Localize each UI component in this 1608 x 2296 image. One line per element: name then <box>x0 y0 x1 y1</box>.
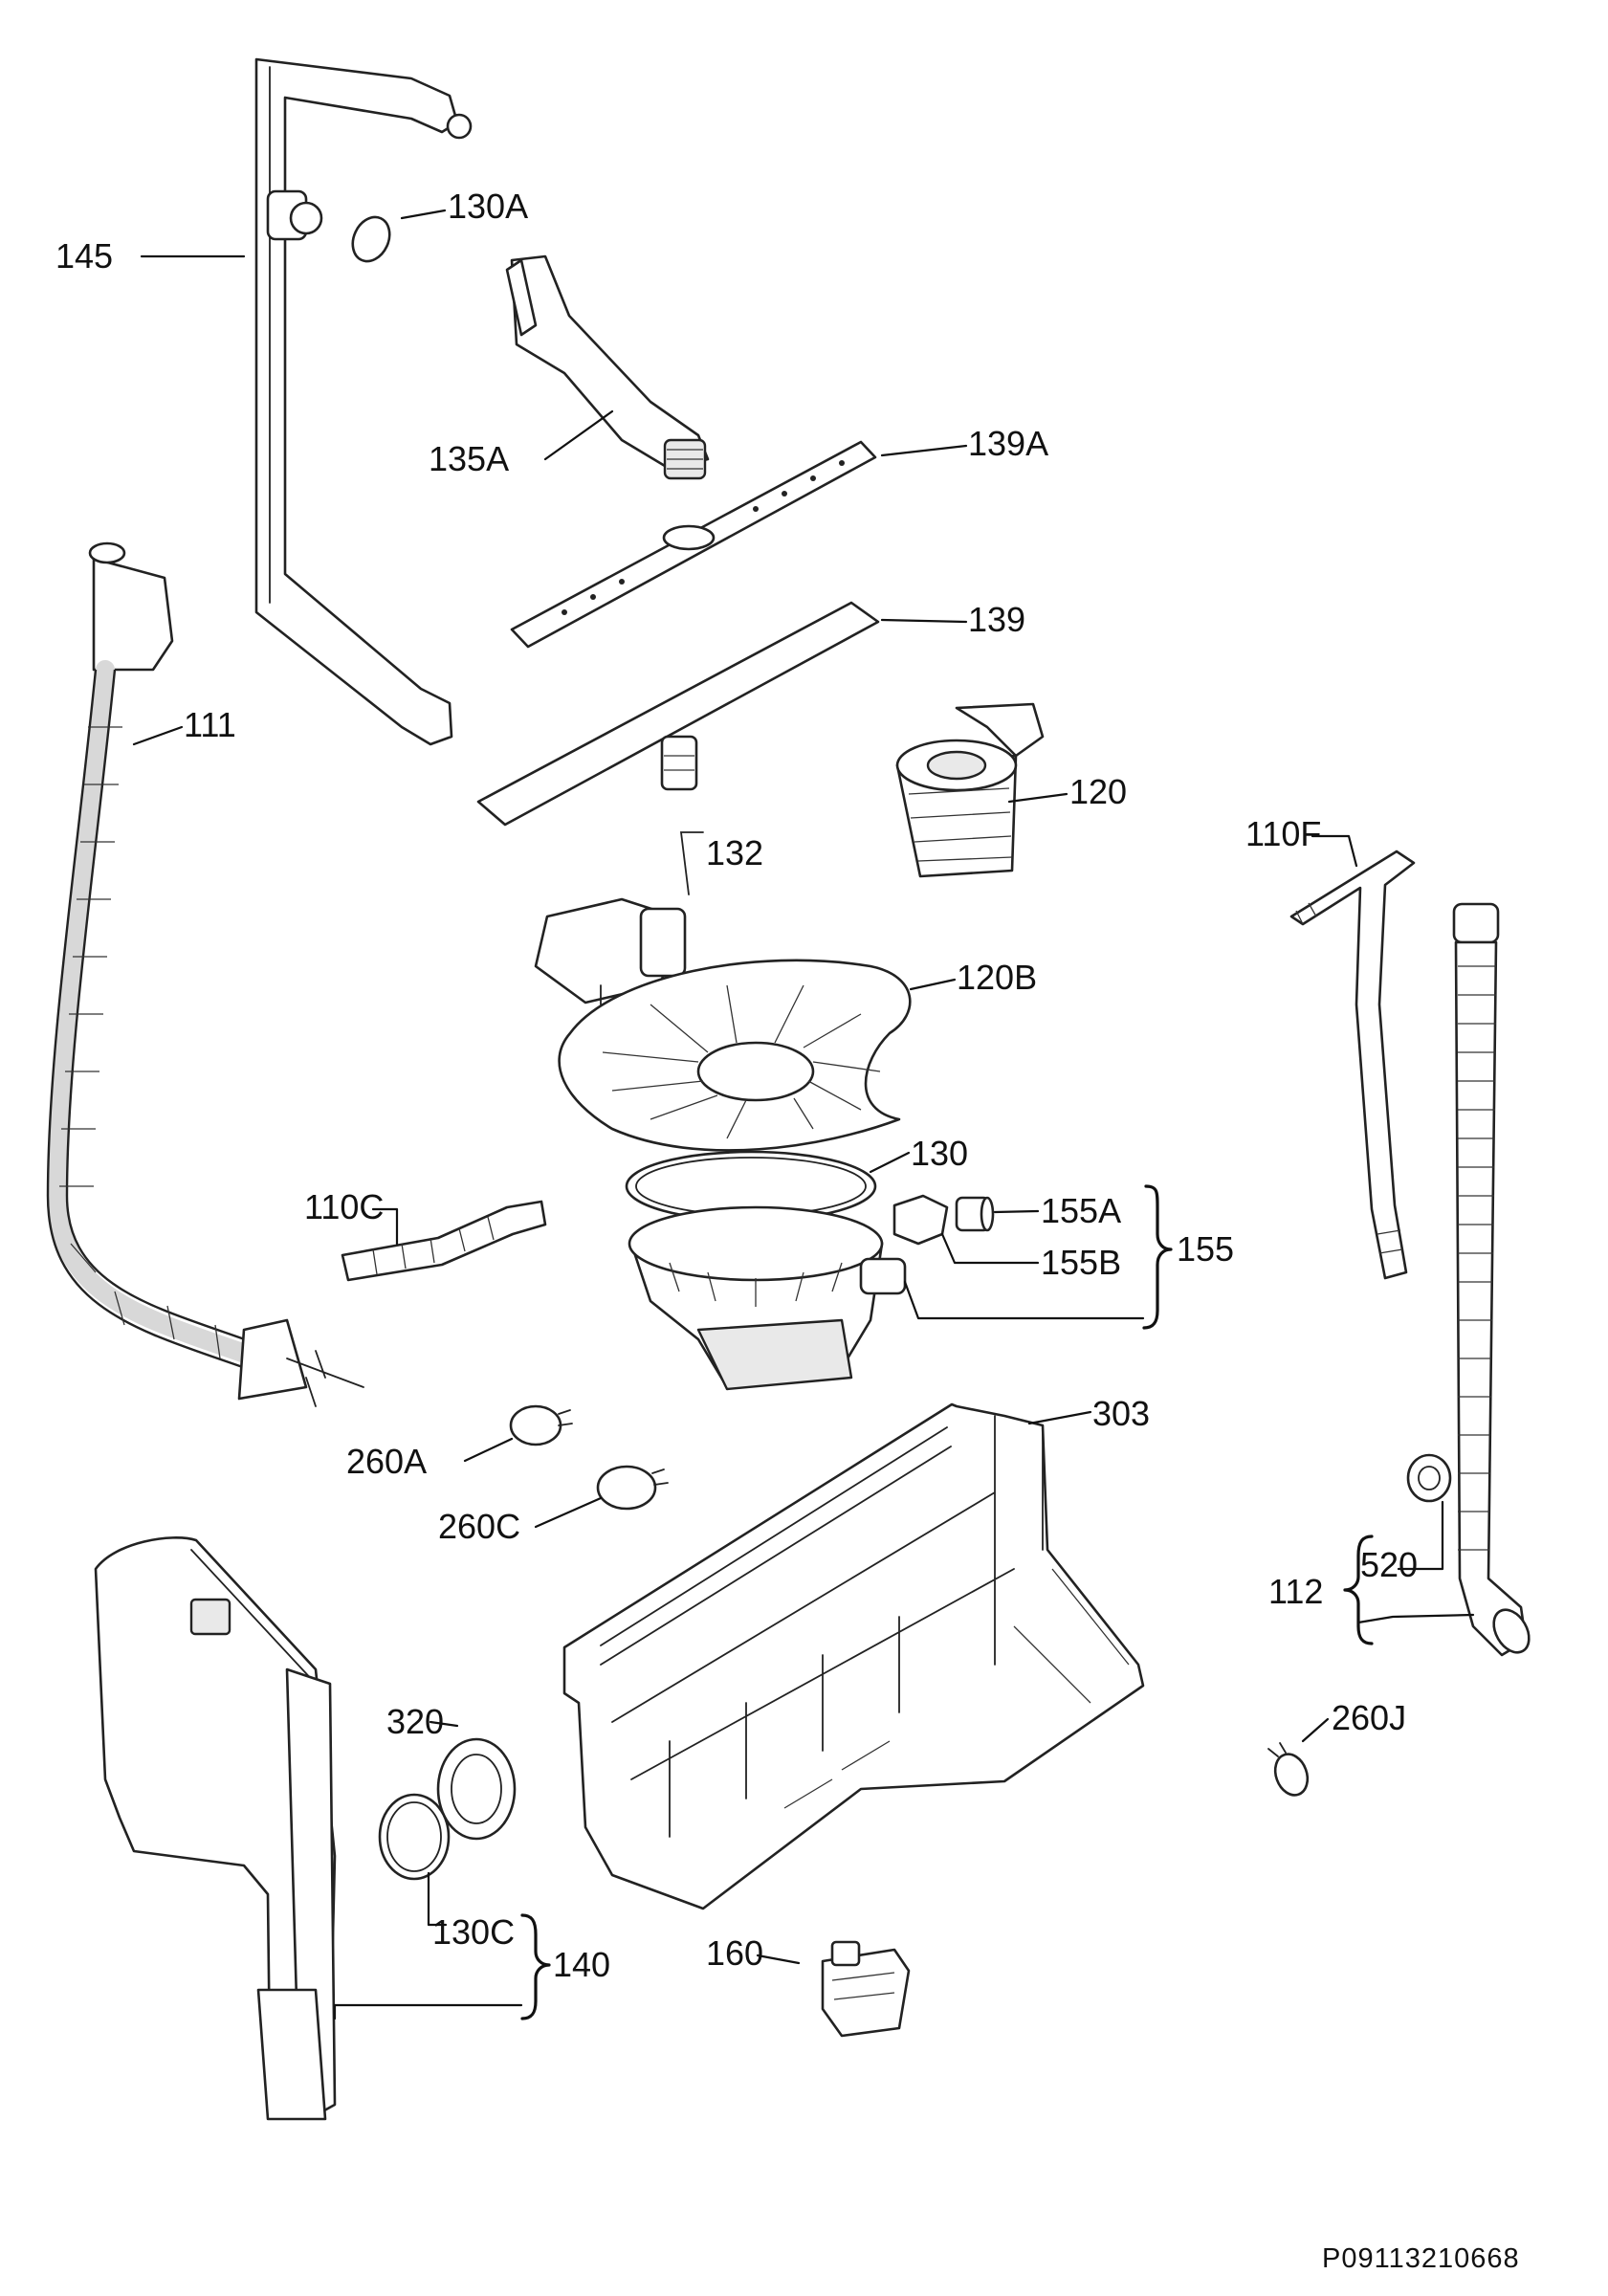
label-260j: 260J <box>1332 1698 1406 1737</box>
part-112-drain-hose <box>1452 902 1531 1657</box>
part-520-connector <box>1406 1453 1452 1503</box>
part-155b-valve-housing <box>892 1194 949 1246</box>
part-155a-valve-insert <box>955 1196 995 1232</box>
part-139a-upper-spray-arm <box>510 440 877 649</box>
part-111-inlet-hose <box>46 541 364 1407</box>
part-130a-o-ring <box>351 215 391 263</box>
part-320-seal <box>436 1737 517 1841</box>
label-155a: 155A <box>1041 1191 1121 1230</box>
label-110c: 110C <box>304 1187 384 1226</box>
label-130: 130 <box>911 1134 968 1173</box>
part-140-side-panel <box>94 1536 337 2121</box>
label-303: 303 <box>1092 1394 1150 1433</box>
label-155b: 155B <box>1041 1243 1121 1282</box>
part-139-lower-spray-arm <box>476 601 880 827</box>
label-320: 320 <box>386 1702 444 1741</box>
label-112: 112 <box>1268 1572 1323 1611</box>
label-110f: 110F <box>1245 814 1321 853</box>
callout-labels: 145 130A 135A 139A 139 111 120 110F 132 … <box>55 187 1418 1984</box>
part-110c-hose <box>341 1200 547 1282</box>
label-520: 520 <box>1360 1545 1418 1584</box>
part-120b-filter-plate <box>558 959 912 1152</box>
label-139: 139 <box>968 600 1025 639</box>
braces <box>520 1184 1374 2020</box>
label-132: 132 <box>706 833 763 872</box>
part-260j-clamp <box>1267 1742 1310 1797</box>
part-130-sump-assembly <box>625 1150 907 1391</box>
part-260a-clamp <box>509 1404 573 1446</box>
label-260c: 260C <box>438 1507 520 1546</box>
label-130c: 130C <box>432 1912 515 1952</box>
leader-lines <box>132 209 1475 2020</box>
label-135a: 135A <box>429 439 509 478</box>
drawing-code: P09113210668 <box>1322 2243 1520 2274</box>
label-120: 120 <box>1069 772 1127 811</box>
label-140: 140 <box>553 1945 610 1984</box>
label-130a: 130A <box>448 187 528 226</box>
part-130c-o-ring <box>378 1793 451 1881</box>
label-111: 111 <box>184 705 236 744</box>
part-120-filter <box>895 702 1045 878</box>
label-260a: 260A <box>346 1442 427 1481</box>
label-145: 145 <box>55 236 113 276</box>
part-260c-clamp <box>596 1465 669 1511</box>
label-120b: 120B <box>957 958 1037 997</box>
label-155: 155 <box>1177 1229 1234 1269</box>
part-110f-hose <box>1289 850 1416 1280</box>
part-135a-arm-holder <box>505 254 710 480</box>
part-160-pump <box>821 1940 911 2038</box>
part-303-base-frame <box>562 1402 1145 1910</box>
label-160: 160 <box>706 1933 763 1973</box>
part-145-supply-pipe <box>254 57 473 746</box>
label-139a: 139A <box>968 424 1048 463</box>
